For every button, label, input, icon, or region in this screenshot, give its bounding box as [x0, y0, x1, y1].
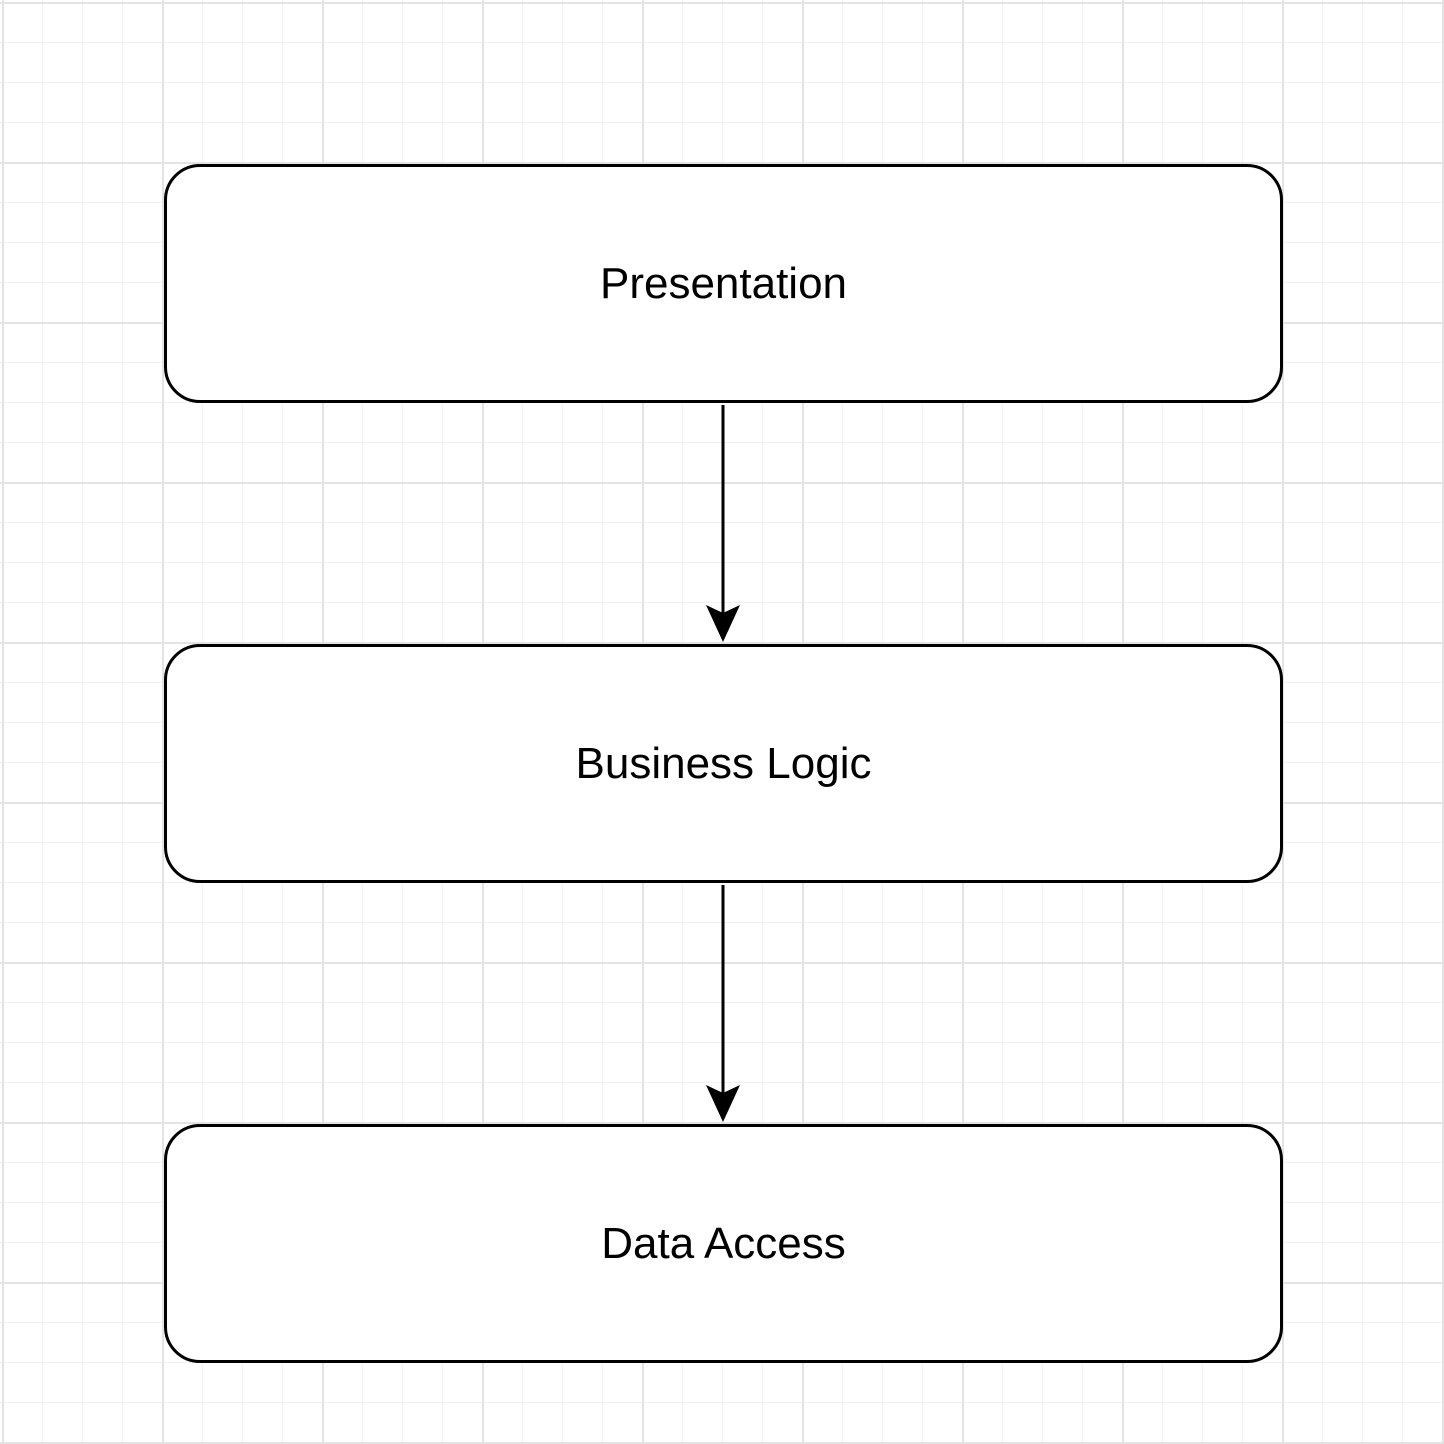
edge-presentation-to-business-logic[interactable]: [706, 405, 740, 642]
node-label: Presentation: [599, 258, 848, 308]
node-data-access[interactable]: Data Access: [164, 1124, 1283, 1363]
node-business-logic[interactable]: Business Logic: [164, 644, 1283, 883]
arrowhead-icon: [706, 605, 740, 642]
arrowhead-icon: [706, 1085, 740, 1122]
node-presentation[interactable]: Presentation: [164, 164, 1283, 403]
edge-business-logic-to-data-access[interactable]: [706, 885, 740, 1122]
node-label: Data Access: [601, 1218, 846, 1268]
node-label: Business Logic: [575, 738, 872, 788]
